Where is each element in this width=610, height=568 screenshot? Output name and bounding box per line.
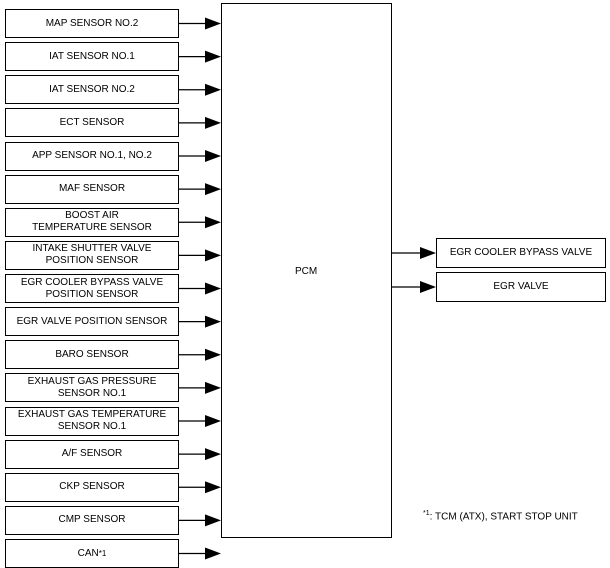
output-label: EGR COOLER BYPASS VALVE (449, 247, 593, 258)
input-arrow-arrowhead (205, 282, 221, 295)
input-arrow-arrowhead (205, 116, 221, 129)
input-arrow-arrowhead (205, 448, 221, 461)
input-arrow-arrowhead (205, 50, 221, 63)
input-box: MAP SENSOR NO.2 (5, 9, 179, 38)
input-label: BARO SENSOR (55, 348, 129, 360)
input-arrow-arrowhead (205, 547, 221, 560)
input-box: MAF SENSOR (5, 174, 179, 204)
input-arrow-arrowhead (205, 315, 221, 328)
pcm-box (221, 3, 392, 538)
footnote-text: : TCM (ATX), START STOP UNIT (429, 511, 578, 523)
footnote-marker: *1 (423, 510, 430, 517)
input-label: IAT SENSOR NO.1 (49, 50, 135, 62)
input-box: CAN*1 (5, 539, 179, 568)
input-arrow-arrowhead (205, 381, 221, 394)
input-arrow-arrowhead (205, 249, 221, 262)
input-box: IAT SENSOR NO.2 (5, 75, 179, 105)
input-box: BARO SENSOR (5, 340, 179, 370)
input-label: CKP SENSOR (59, 481, 125, 493)
input-label: INTAKE SHUTTER VALVE POSITION SENSOR (32, 243, 152, 267)
input-label: A/F SENSOR (61, 448, 123, 460)
input-label: MAP SENSOR NO.2 (45, 17, 139, 29)
output-label: EGR VALVE (493, 281, 549, 292)
input-label: CMP SENSOR (58, 514, 126, 526)
input-box: APP SENSOR NO.1, NO.2 (5, 141, 179, 171)
input-box: EXHAUST GAS PRESSURE SENSOR NO.1 (5, 373, 179, 403)
input-label: IAT SENSOR NO.2 (49, 83, 135, 95)
input-label: EXHAUST GAS TEMPERATURE SENSOR NO.1 (17, 409, 167, 432)
footnote: *1: TCM (ATX), START STOP UNIT (423, 510, 578, 522)
input-arrow-arrowhead (205, 150, 221, 162)
input-arrow-arrowhead (205, 183, 221, 196)
output-box: EGR VALVE (436, 272, 606, 302)
input-arrow-arrowhead (205, 481, 221, 494)
input-box: EXHAUST GAS TEMPERATURE SENSOR NO.1 (5, 406, 179, 436)
output-arrow-arrowhead (420, 281, 436, 293)
input-box: EGR VALVE POSITION SENSOR (5, 307, 179, 337)
input-arrow-arrowhead (205, 348, 221, 361)
input-arrow-arrowhead (205, 415, 221, 427)
input-box: ECT SENSOR (5, 108, 179, 138)
input-arrow-arrowhead (205, 514, 221, 527)
input-arrow-arrowhead (205, 83, 221, 96)
input-label: APP SENSOR NO.1, NO.2 (32, 150, 152, 161)
input-box: IAT SENSOR NO.1 (5, 42, 179, 72)
input-box: A/F SENSOR (5, 439, 179, 469)
input-box: EGR COOLER BYPASS VALVE POSITION SENSOR (5, 274, 179, 303)
input-label: CAN (77, 547, 99, 559)
input-label: EXHAUST GAS PRESSURE SENSOR NO.1 (27, 375, 157, 399)
pcm-label: PCM (295, 266, 318, 277)
output-arrow-arrowhead (420, 247, 436, 259)
input-arrow-arrowhead (205, 17, 221, 30)
input-box: INTAKE SHUTTER VALVE POSITION SENSOR (5, 240, 179, 270)
input-box: BOOST AIR TEMPERATURE SENSOR (5, 207, 179, 237)
input-label: EGR VALVE POSITION SENSOR (16, 315, 168, 327)
input-box: CKP SENSOR (5, 472, 179, 502)
input-label: ECT SENSOR (59, 116, 125, 128)
input-arrow-arrowhead (205, 216, 221, 229)
input-box: CMP SENSOR (5, 505, 179, 535)
input-label: MAF SENSOR (58, 183, 126, 195)
input-label: EGR COOLER BYPASS VALVE POSITION SENSOR (20, 276, 164, 300)
output-box: EGR COOLER BYPASS VALVE (436, 238, 606, 268)
input-label: BOOST AIR TEMPERATURE SENSOR (32, 210, 152, 234)
input-superscript: *1 (98, 548, 107, 558)
